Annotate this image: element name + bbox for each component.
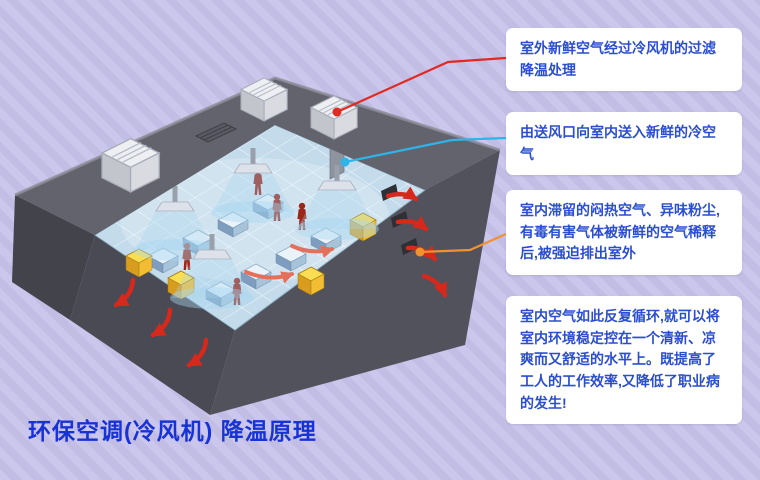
- worktable: [240, 263, 272, 290]
- machine: [349, 212, 377, 242]
- connector-dot-supply-vent: [340, 157, 350, 167]
- callout-exhaust-dilution: 室内滞留的闷热空气、异味粉尘,有毒有害气体被新鲜的空气稀释后,被强迫排出室外: [506, 190, 742, 276]
- supply-air-duct: [329, 130, 345, 180]
- exhaust-vent: [401, 238, 418, 255]
- worker-figure: [272, 193, 282, 221]
- callout-fresh-air-intake: 室外新鲜空气经过冷风机的过滤降温处理: [506, 28, 742, 92]
- indoor-airflow-arrows: [244, 244, 335, 284]
- worker-figure: [253, 167, 263, 195]
- exhaust-airflow-arrows-right: [385, 186, 448, 298]
- right-wall: [210, 150, 500, 415]
- air-diffuser: [132, 185, 218, 262]
- floor-highlight: [120, 158, 390, 282]
- worktable: [205, 281, 237, 308]
- exhaust-airflow-arrows-left: [113, 277, 209, 368]
- left-wall: [12, 195, 95, 320]
- exhaust-vent: [381, 184, 398, 201]
- roof: [15, 78, 500, 235]
- rooftop-cooling-unit-3: [310, 95, 358, 140]
- machine: [297, 266, 325, 296]
- rooftop-cooling-unit-2: [240, 77, 288, 122]
- worker-figure: [182, 242, 192, 270]
- connector-line-exhaust: [419, 232, 507, 254]
- page-title: 环保空调(冷风机) 降温原理: [28, 418, 317, 444]
- roof-vent: [194, 122, 238, 143]
- connector-dot-fresh-air: [332, 107, 342, 117]
- air-diffuser: [169, 233, 255, 310]
- factory-floor: [94, 124, 426, 331]
- callout-circulation-benefit: 室内空气如此反复循环,就可以将室内环境稳定控在一个清新、凉爽而又舒适的水平上。既…: [506, 296, 742, 425]
- worker-figure: [297, 202, 307, 230]
- worktable: [182, 229, 214, 256]
- factory-building: [12, 76, 501, 415]
- connector-line-fresh-air: [336, 56, 507, 114]
- worktable: [252, 193, 284, 220]
- connector-line-supply-vent: [344, 136, 507, 164]
- supply-vent-diffuser: [294, 164, 380, 241]
- worktable: [147, 247, 179, 274]
- machine: [125, 248, 153, 278]
- connector-dot-exhaust: [415, 247, 425, 257]
- air-diffuser: [210, 147, 296, 224]
- worktable: [275, 245, 307, 272]
- front-wall: [70, 235, 235, 415]
- roof-ridge: [14, 76, 501, 197]
- worktable: [310, 227, 342, 254]
- callout-supply-vent: 由送风口向室内送入新鲜的冷空气: [506, 112, 742, 176]
- cooling-principle-illustration: [12, 76, 501, 415]
- machine: [167, 270, 195, 300]
- worker-figure: [232, 277, 242, 305]
- worktable: [217, 211, 249, 238]
- rooftop-cooling-unit-1: [101, 138, 160, 193]
- exhaust-vent: [391, 211, 408, 228]
